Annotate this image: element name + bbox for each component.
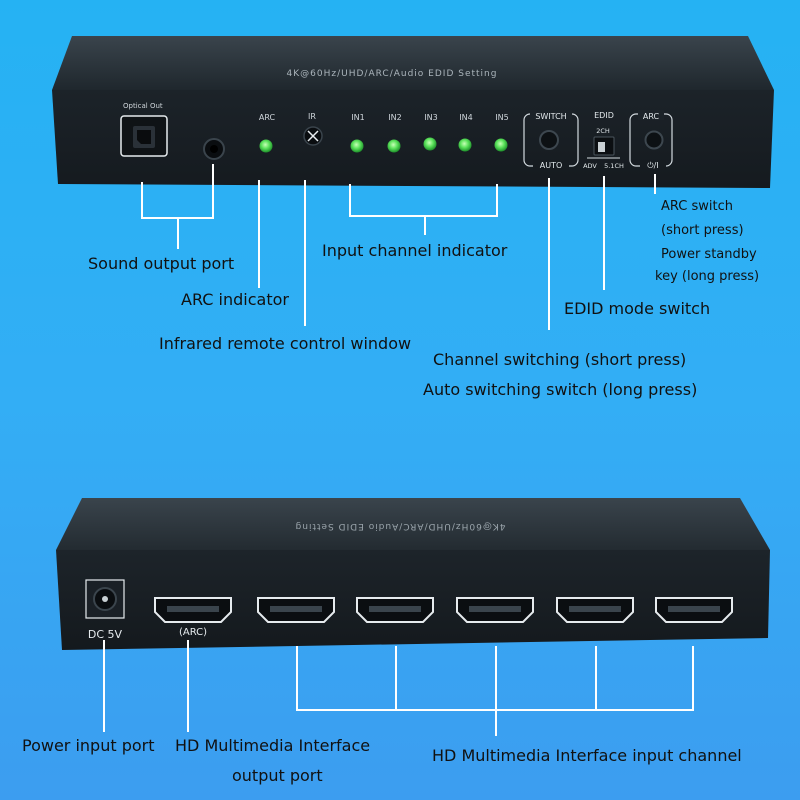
line-hdmi-in-h	[296, 709, 694, 711]
line-hdmi-in-3	[495, 646, 497, 736]
label-input-channel-indicator: Input channel indicator	[322, 241, 508, 260]
hdmi-input-2	[356, 597, 434, 623]
rear-device-title: 4K@60Hz/UHD/ARC/Audio EDID Setting	[295, 521, 506, 531]
arc-power-button[interactable]	[644, 130, 664, 150]
line-hdmi-output	[187, 640, 189, 732]
rear-panel-device: 4K@60Hz/UHD/ARC/Audio EDID Setting DC 5V…	[56, 498, 770, 650]
line-input-down	[424, 215, 426, 235]
line-sound-out-1	[141, 182, 143, 218]
in5-led	[494, 138, 508, 152]
switch-button[interactable]	[539, 130, 559, 150]
hdmi-input-5	[655, 597, 733, 623]
edid-2ch-label: 2CH	[596, 127, 610, 135]
label-auto-switching: Auto switching switch (long press)	[423, 380, 698, 399]
line-arc-switch	[654, 174, 656, 194]
edid-51ch-label: 5.1CH	[604, 162, 624, 170]
label-hdmi-output-1: HD Multimedia Interface	[175, 736, 371, 755]
auto-label: AUTO	[540, 161, 563, 170]
rear-device-top-face	[56, 498, 770, 550]
label-hdmi-output-2: output port	[232, 766, 323, 785]
front-panel-device: 4K@60Hz/UHD/ARC/Audio EDID Setting Optic…	[52, 36, 774, 188]
in4-label: IN4	[459, 113, 472, 122]
line-switch	[548, 178, 550, 330]
label-arc-indicator: ARC indicator	[181, 290, 289, 309]
label-arc-switch: ARC switch	[661, 199, 733, 214]
line-input-h	[349, 215, 498, 217]
line-sound-out-down	[177, 217, 179, 249]
hdmi-input-3	[456, 597, 534, 623]
in3-led	[423, 137, 437, 151]
line-hdmi-in-2	[395, 646, 397, 710]
label-ir-window: Infrared remote control window	[159, 334, 412, 353]
hdmi-output-port	[154, 597, 232, 623]
in3-label: IN3	[424, 113, 437, 122]
in1-label: IN1	[351, 113, 364, 122]
in2-led	[387, 139, 401, 153]
optical-out-label: Optical Out	[123, 102, 163, 110]
hdmi-input-4	[556, 597, 634, 623]
line-input-5	[496, 184, 498, 216]
label-power-long-press: key (long press)	[655, 269, 760, 284]
label-power-standby: Power standby	[661, 247, 757, 262]
hdmi-input-1	[257, 597, 335, 623]
line-edid	[603, 176, 605, 290]
edid-adv-label: ADV	[583, 162, 597, 170]
label-hdmi-input-channel: HD Multimedia Interface input channel	[432, 746, 742, 765]
line-sound-out-2	[212, 164, 214, 218]
ir-label: IR	[308, 112, 316, 121]
line-input-1	[349, 184, 351, 216]
edid-label: EDID	[594, 111, 614, 120]
arc-led-label: ARC	[259, 113, 276, 122]
label-sound-output-port: Sound output port	[88, 254, 235, 273]
line-ir-window	[304, 180, 306, 326]
device-front-face	[52, 90, 774, 188]
device-title: 4K@60Hz/UHD/ARC/Audio EDID Setting	[287, 69, 498, 79]
label-arc-short-press: (short press)	[661, 223, 744, 238]
line-power-input	[103, 640, 105, 732]
power-symbol: ⏻/I	[647, 161, 658, 170]
in4-led	[458, 138, 472, 152]
switch-label: SWITCH	[535, 112, 566, 121]
in1-led	[350, 139, 364, 153]
in2-label: IN2	[388, 113, 401, 122]
dc-label: DC 5V	[88, 628, 123, 641]
arc-port-label: (ARC)	[179, 627, 207, 638]
arc-led	[259, 139, 273, 153]
label-channel-switching: Channel switching (short press)	[433, 350, 687, 369]
line-arc-indicator	[258, 180, 260, 288]
input-leds: IN1 IN2 IN3 IN4 IN5	[350, 113, 509, 153]
arc-button-label: ARC	[643, 112, 660, 121]
hdmi-ports: (ARC)	[154, 597, 733, 638]
in5-label: IN5	[495, 113, 508, 122]
line-hdmi-in-5	[692, 646, 694, 710]
line-hdmi-in-1	[296, 646, 298, 710]
label-power-input-port: Power input port	[22, 736, 155, 755]
device-top-face	[52, 36, 774, 90]
label-edid-mode-switch: EDID mode switch	[564, 299, 711, 318]
line-hdmi-in-4	[595, 646, 597, 710]
